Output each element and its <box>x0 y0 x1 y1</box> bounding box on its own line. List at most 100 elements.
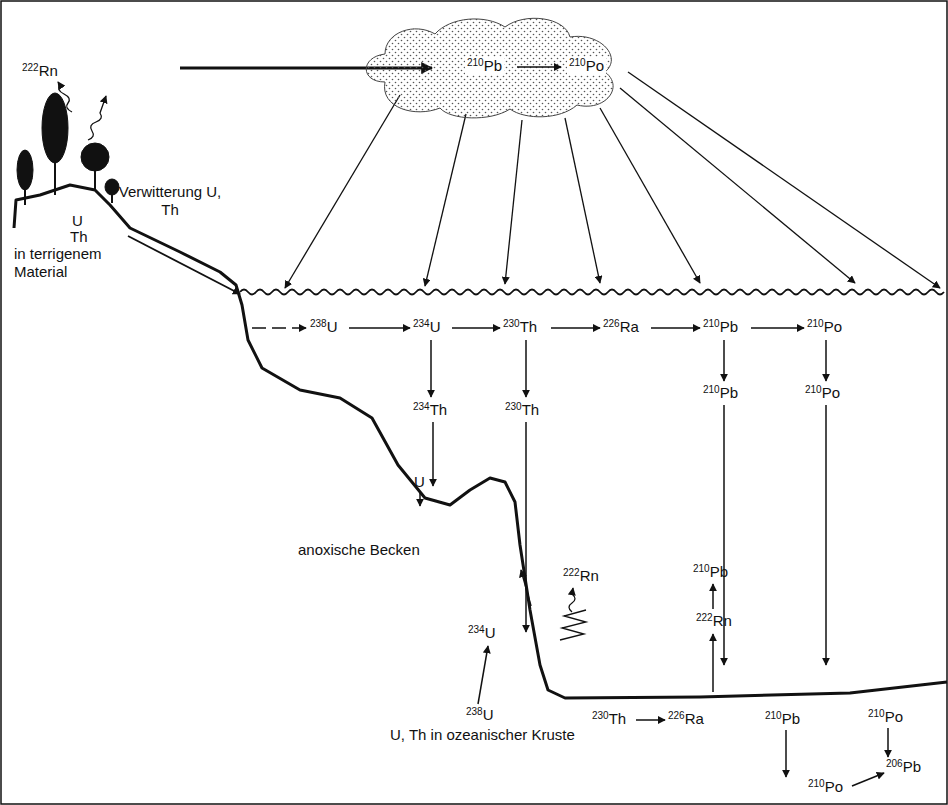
mass-number: 210 <box>467 57 484 68</box>
deposition-arrow <box>620 88 855 283</box>
decay-arrow <box>349 327 410 329</box>
settling-arrow <box>525 340 527 397</box>
decay-arrow <box>551 327 600 329</box>
mass-number: 222 <box>563 567 580 578</box>
radon-arrow <box>712 584 714 609</box>
mass-number: 234 <box>413 318 430 329</box>
decay-arrow <box>452 327 500 329</box>
mass-number: 230 <box>503 318 520 329</box>
text-label: Th <box>70 228 88 246</box>
mass-number: 238 <box>466 706 483 717</box>
burial-arrow <box>785 730 787 777</box>
isotope-label: 230Th <box>505 401 539 419</box>
isotope-label: 210Po <box>805 384 840 402</box>
mass-number: 234 <box>413 401 430 412</box>
emanation-wiggle <box>58 82 72 112</box>
mass-number: 210 <box>805 384 822 395</box>
decay-arrow <box>517 66 561 68</box>
settling-arrow <box>525 422 527 632</box>
mass-number: 210 <box>808 778 825 789</box>
mass-number: 210 <box>765 710 782 721</box>
settling-arrow <box>432 422 434 486</box>
mass-number: 230 <box>505 401 522 412</box>
settling-arrow <box>825 405 827 665</box>
mass-number: 210 <box>807 318 824 329</box>
text-label: in terrigenem Material <box>14 245 114 281</box>
tree-crown <box>42 93 68 163</box>
deposition-arrow <box>425 114 466 286</box>
decay-arrow <box>887 728 889 757</box>
atmosphere-cloud: 210Pb 210Po <box>355 12 630 122</box>
crust-arrow <box>478 646 488 704</box>
mass-number: 222 <box>22 62 39 73</box>
isotope-label: 226Ra <box>668 710 704 728</box>
isotope-label: 210Pb <box>693 563 728 581</box>
isotope-label: 210Pb <box>465 57 504 75</box>
settling-arrow <box>430 340 432 397</box>
deposition-arrow <box>285 95 400 288</box>
mass-number: 210 <box>703 318 720 329</box>
mass-number: 206 <box>886 758 903 769</box>
isotope-label: 234U <box>413 318 441 336</box>
settling-arrow <box>723 340 725 381</box>
isotope-label: 230Th <box>592 710 626 728</box>
sea-surface <box>240 290 944 295</box>
mass-number: 230 <box>592 710 609 721</box>
text-label: U <box>414 473 425 491</box>
isotope-label: 210Pb <box>765 710 800 728</box>
isotope-label: 238U <box>310 318 338 336</box>
decay-arrow <box>751 327 804 329</box>
isotope-label: 234Th <box>413 401 447 419</box>
deposition-arrow <box>628 72 940 288</box>
isotope-label: 234U <box>468 624 496 642</box>
emanation-wiggle <box>88 96 106 140</box>
deposition-arrows <box>285 72 940 288</box>
settling-arrows <box>420 340 888 786</box>
text-label: U, Th in ozeanischer Kruste <box>390 726 575 744</box>
pore-squiggle <box>560 610 586 640</box>
mass-number: 210 <box>693 563 710 574</box>
isotope-label: 210Pb <box>703 384 738 402</box>
text-label: Verwitterung U, Th <box>118 183 222 219</box>
tree-crown <box>105 179 119 195</box>
deposition-arrow <box>565 118 600 283</box>
mass-number: 210 <box>569 57 586 68</box>
isotope-label: 210Po <box>868 708 903 726</box>
isotope-label: 210Po <box>807 318 842 336</box>
terrain-line <box>14 185 947 698</box>
decay-arrow <box>651 327 700 329</box>
mass-number: 226 <box>668 710 685 721</box>
text-label: anoxische Becken <box>298 541 420 559</box>
text-label: U <box>72 212 83 230</box>
isotope-label: 230Th <box>503 318 537 336</box>
tree-crown <box>17 150 33 190</box>
mass-number: 226 <box>603 318 620 329</box>
slope-arrow <box>521 570 531 606</box>
deposition-arrow <box>505 120 522 284</box>
tree-crown <box>81 143 109 171</box>
isotope-label: 210Pb <box>703 318 738 336</box>
isotope-label: 226Ra <box>603 318 639 336</box>
isotope-label: 238U <box>466 706 494 724</box>
mass-number: 210 <box>868 708 885 719</box>
isotope-label: 222Rn <box>696 612 732 630</box>
isotope-label: 222Rn <box>22 62 58 80</box>
isotope-label: 210Po <box>808 778 843 796</box>
mass-number: 210 <box>703 384 720 395</box>
emanation-wiggle <box>569 588 575 612</box>
mass-number: 234 <box>468 624 485 635</box>
mass-number: 222 <box>696 612 713 623</box>
settling-arrow <box>825 340 827 381</box>
uranium-arrow <box>419 493 421 506</box>
isotope-label: 210Po <box>567 57 606 75</box>
decay-arrow <box>252 327 306 329</box>
radon-arrow <box>712 634 714 692</box>
decay-arrow <box>636 719 665 721</box>
isotope-label: 206Pb <box>886 758 921 776</box>
mass-number: 238 <box>310 318 327 329</box>
deposition-arrow <box>600 108 700 283</box>
cloud-shape <box>366 18 613 118</box>
isotope-label: 222Rn <box>563 567 599 585</box>
